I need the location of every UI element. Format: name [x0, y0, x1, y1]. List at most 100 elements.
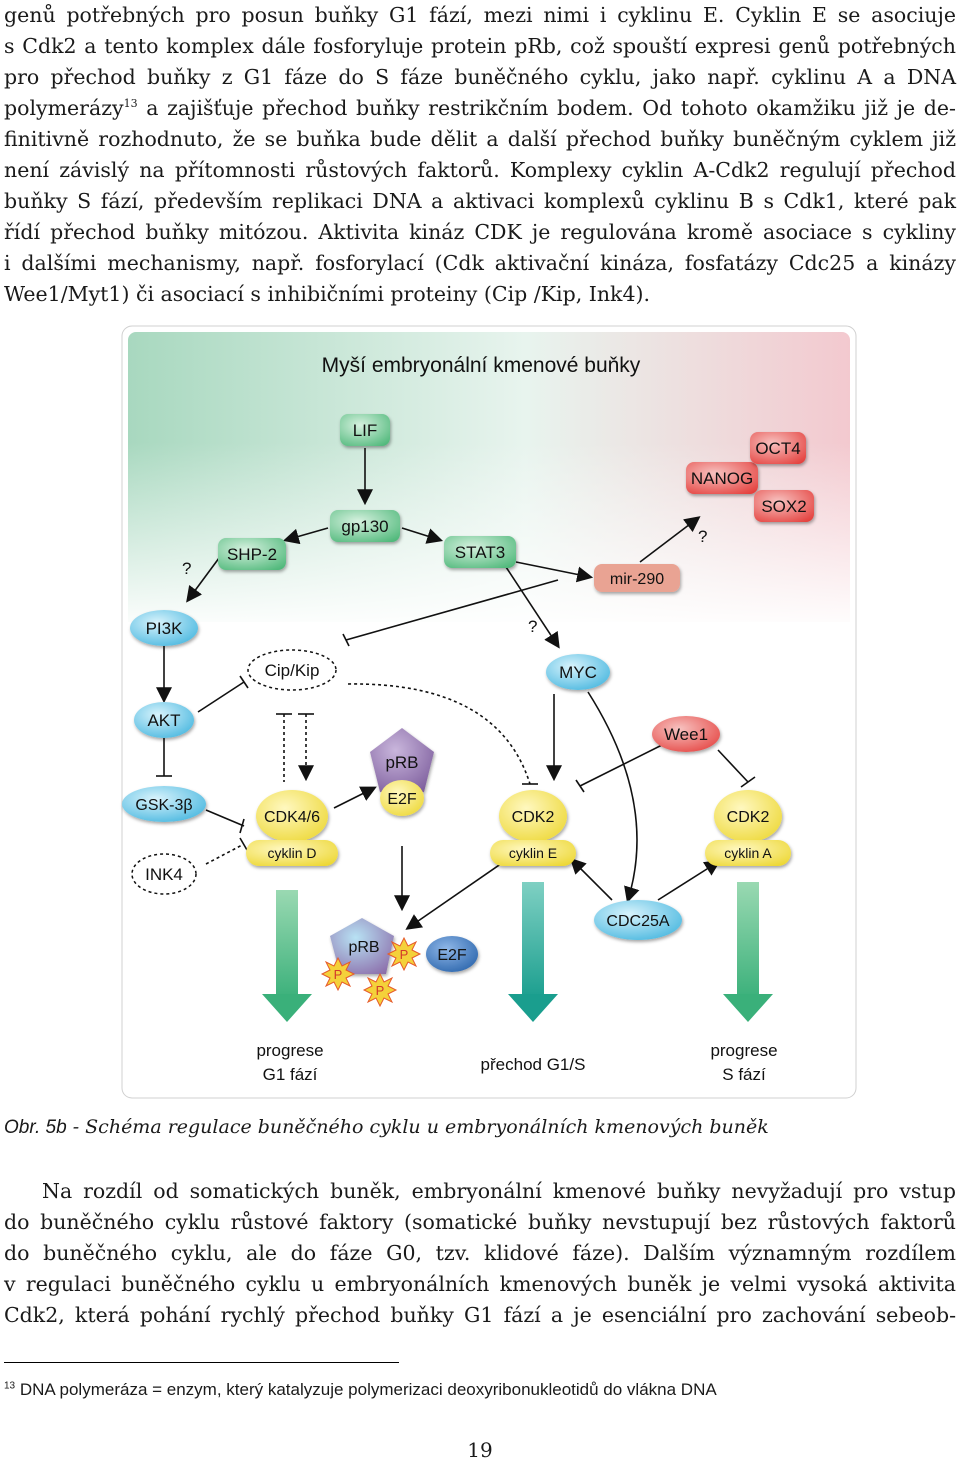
- footnote: 13 DNA polymeráza = enzym, který katalyz…: [4, 1380, 717, 1400]
- node-prb-p-label: pRB: [348, 939, 379, 956]
- phospho-label: P: [334, 967, 343, 982]
- node-e2f-free-label: E2F: [437, 947, 467, 964]
- node-ink4: [131, 853, 197, 895]
- question-mark: ?: [698, 527, 707, 546]
- text-line: genů potřebných pro posun buňky G1 fází,…: [4, 3, 956, 27]
- node-e2f-free: [426, 936, 478, 972]
- phospho-label: P: [400, 947, 409, 962]
- bottom-paragraph: Na rozdíl od somatických buněk, embryoná…: [4, 1176, 956, 1331]
- question-mark: ?: [528, 617, 537, 636]
- arrow-gp130-shp2: [282, 527, 329, 545]
- footnote-ref[interactable]: 13: [123, 97, 138, 111]
- caption-text: - Schéma regulace buněčného cyklu u embr…: [66, 1116, 769, 1138]
- node-cdc25a: [594, 900, 682, 940]
- inhibit-akt-cipkip: [197, 681, 245, 713]
- phospho-burst: [362, 972, 398, 1008]
- arrow-shp2-pi3k: [186, 553, 223, 603]
- arrow-cdk46-prb: [333, 786, 377, 809]
- node-pi3k: [130, 610, 198, 646]
- node-sox2-label: SOX2: [761, 497, 806, 516]
- top-paragraph: genů potřebných pro posun buňky G1 fází,…: [4, 0, 956, 310]
- node-cyklin-e-label: cyklin E: [509, 845, 557, 861]
- node-cdc25a-label: CDC25A: [606, 913, 669, 930]
- phase-arrow-g1: [262, 890, 312, 1022]
- node-gp130-label: gp130: [341, 517, 388, 536]
- node-ink4-label: INK4: [145, 865, 183, 884]
- text-line: pro přechod buňky z G1 fáze do S fáze bu…: [4, 65, 956, 89]
- text-fragment: a zajišťuje přechod buňky restrikčním bo…: [137, 96, 956, 120]
- node-sox2: [754, 490, 814, 522]
- node-cipkip: [247, 649, 337, 691]
- inhibit-gsk3b-cdk46: [205, 809, 245, 827]
- text-line: do buněčného cyklu, ale do fáze G0, tzv.…: [4, 1241, 956, 1265]
- node-oct4: [750, 432, 806, 464]
- text-line: do buněčného cyklu růstové faktory (soma…: [4, 1210, 956, 1234]
- node-wee1: [652, 716, 720, 752]
- arrow-stat3-myc: [505, 566, 560, 649]
- node-prb-phosphorylated: [330, 918, 394, 974]
- phase-arrow-s: [723, 882, 773, 1022]
- cell-cycle-diagram: Myší embryonální kmenové buňky: [121, 325, 857, 1099]
- node-e2f-label: E2F: [387, 791, 417, 808]
- footnote-text: DNA polymeráza = enzym, který katalyzuje…: [15, 1380, 717, 1399]
- node-gsk3b-label: GSK-3β: [135, 797, 192, 814]
- node-prb: [370, 728, 434, 816]
- inhibit-stat3: [345, 579, 559, 641]
- text-line: polymerázy13 a zajišťuje přechod buňky r…: [4, 93, 956, 124]
- node-wee1-label: Wee1: [664, 725, 708, 744]
- node-akt-label: AKT: [147, 711, 180, 730]
- footnote-number: 13: [4, 1380, 16, 1392]
- node-gp130: [330, 510, 400, 542]
- node-cdk2a-label: CDK2: [727, 809, 770, 826]
- arrow-myc-cdc25a: [587, 691, 640, 904]
- node-akt: [134, 702, 194, 738]
- arrow-cdc25a-cdk2a: [657, 860, 721, 901]
- text-line: Na rozdíl od somatických buněk, embryoná…: [42, 1179, 956, 1203]
- node-cipkip-label: Cip/Kip: [265, 661, 320, 680]
- text-line: Cdk2, která pohání rychlý přechod buňky …: [4, 1303, 956, 1327]
- arrow-cdc25a-cdk2e: [569, 857, 613, 901]
- node-cdk2e-label: CDK2: [512, 809, 555, 826]
- node-shp2: [218, 538, 286, 570]
- question-mark: ?: [182, 559, 191, 578]
- inhibit-wee1-cdk2a: [717, 749, 749, 783]
- node-pi3k-label: PI3K: [146, 619, 184, 638]
- phase-arrow-g1s: [508, 882, 558, 1022]
- node-oct4-label: OCT4: [755, 439, 800, 458]
- inhibit-cipkip-cdk2e: [347, 683, 531, 785]
- node-shp2-label: SHP-2: [227, 545, 277, 564]
- node-gsk3b: [122, 786, 206, 822]
- footnote-divider: [4, 1362, 399, 1363]
- node-lif: [340, 414, 390, 446]
- node-stat3-label: STAT3: [455, 543, 505, 562]
- node-mir290: [594, 564, 680, 592]
- arrow-mir290-nanog: [639, 516, 701, 563]
- text-line: finitivně rozhodnuto, že se buňka bude d…: [4, 127, 956, 151]
- caption-label: Obr. 5b: [4, 1117, 67, 1138]
- phospho-burst: [320, 956, 356, 992]
- node-cdk2-cyklin-a: [705, 790, 791, 866]
- text-line: není závislý na přítomnosti růstových fa…: [4, 158, 956, 182]
- text-line: buňky S fází, především replikaci DNA a …: [4, 189, 956, 213]
- node-cyklin-a-label: cyklin A: [724, 845, 772, 861]
- phospho-label: P: [376, 983, 385, 998]
- text-line: i dalšími mechanismy, např. fosforylací …: [4, 251, 956, 275]
- node-cdk46-label: CDK4/6: [264, 809, 320, 826]
- label-s-line1: progrese: [710, 1041, 777, 1060]
- node-myc: [546, 654, 610, 690]
- inhibit-ink4-cdk46: [205, 843, 245, 865]
- text-line: řídí přechod buňky mitózou. Aktivita kin…: [4, 220, 956, 244]
- text-line: Wee1/Myt1) či asociací s inhibičními pro…: [4, 282, 651, 306]
- node-cdk46: [246, 790, 338, 866]
- node-cdk2-cyklin-e: [490, 790, 576, 866]
- node-cyklin-d-label: cyklin D: [267, 845, 316, 861]
- page-number: 19: [467, 1438, 493, 1462]
- phospho-burst: [386, 936, 422, 972]
- label-s-line2: S fází: [722, 1065, 766, 1084]
- node-lif-label: LIF: [353, 421, 378, 440]
- label-g1-line2: G1 fází: [263, 1065, 318, 1084]
- label-g1-line1: progrese: [256, 1041, 323, 1060]
- label-g1s: přechod G1/S: [481, 1055, 586, 1074]
- node-nanog-label: NANOG: [691, 469, 753, 488]
- text-line: v regulaci buněčného cyklu u embryonální…: [4, 1272, 956, 1296]
